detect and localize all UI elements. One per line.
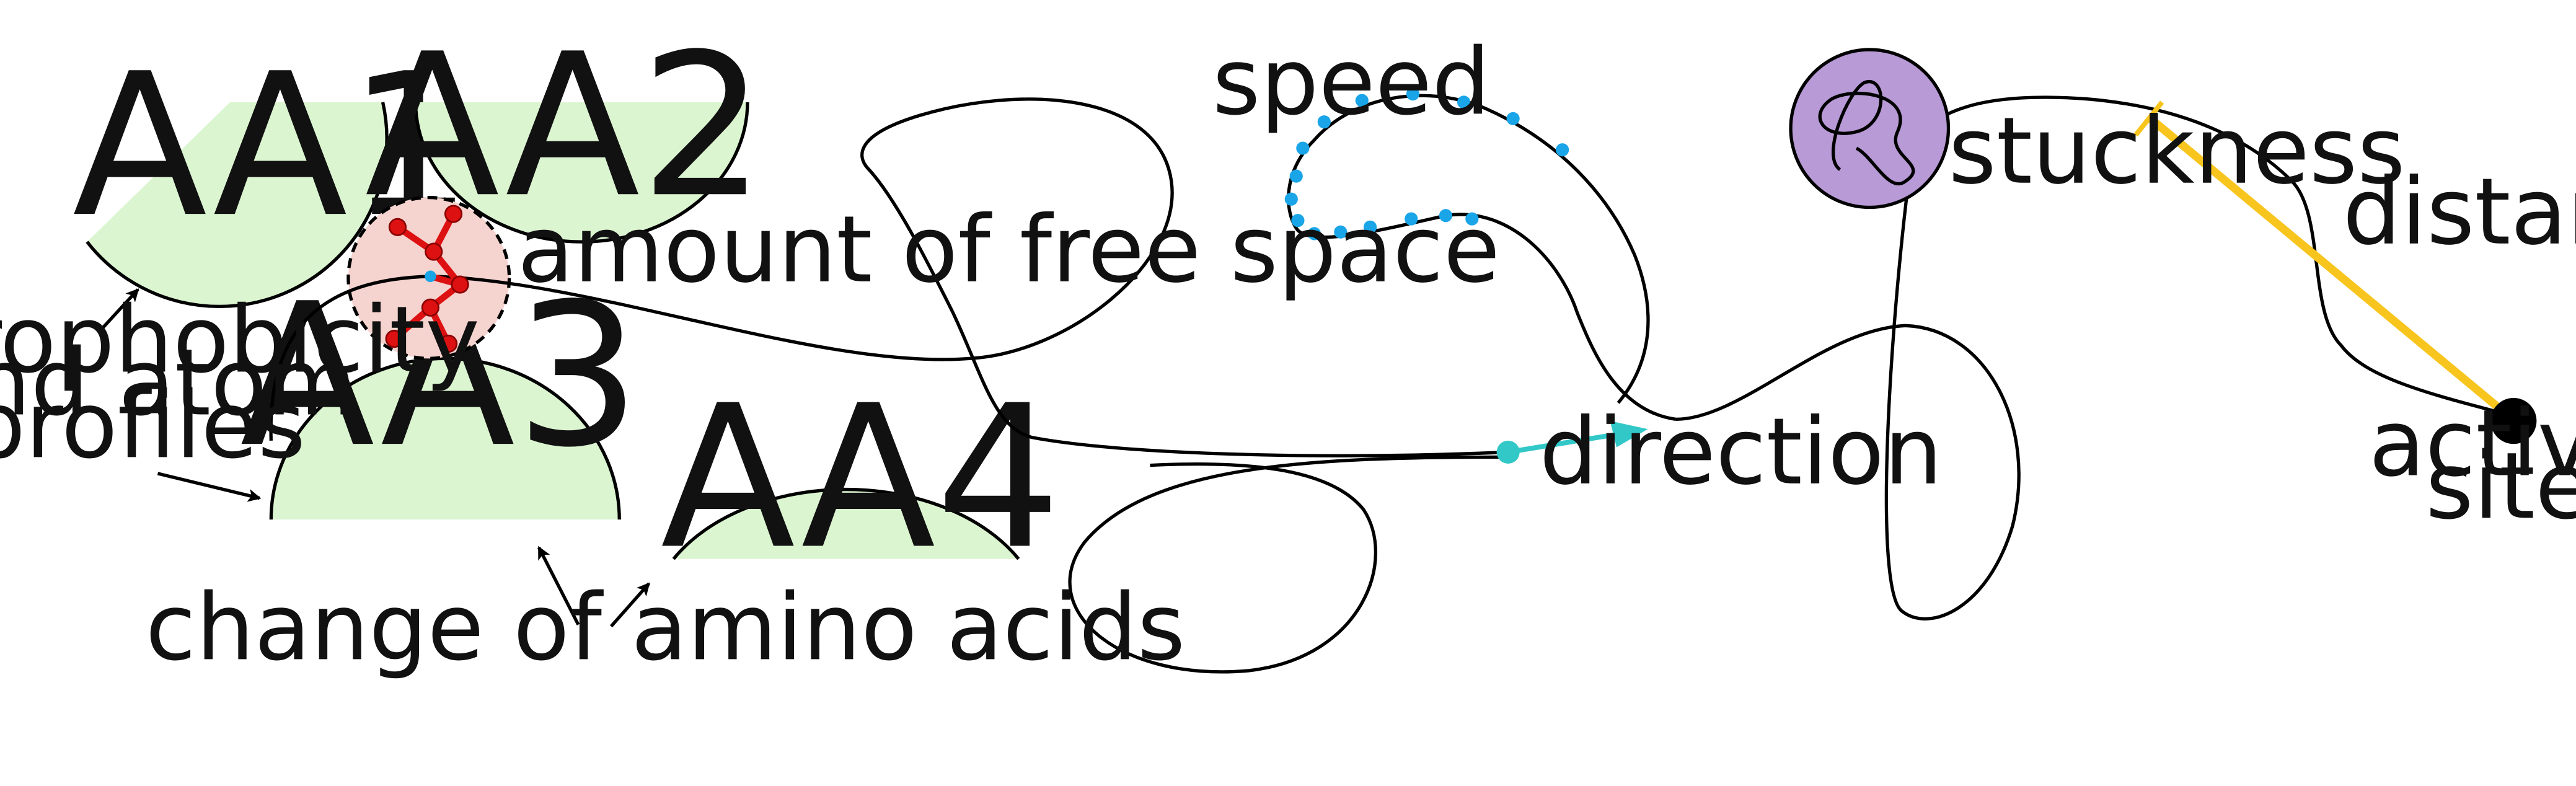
aa4-label: AA4 bbox=[661, 363, 1061, 593]
residue-aa4: AA4 bbox=[661, 363, 1061, 593]
active-site-label-line2: site bbox=[2425, 433, 2576, 540]
ligand-molecule bbox=[385, 205, 469, 353]
stuckness-circle bbox=[1789, 48, 1951, 210]
distance-line bbox=[2133, 100, 2512, 420]
hydrophobicity-arrow-upper bbox=[99, 288, 139, 332]
hydrophobicity-label-line1: hydrophobicity bbox=[0, 287, 480, 394]
direction-arrow bbox=[1496, 421, 1648, 464]
distance-label: distance bbox=[2343, 159, 2576, 266]
free-space-label: amount of free space bbox=[518, 196, 1500, 304]
hydrophobicity-label-line2: and atom bbox=[0, 329, 356, 436]
direction-label: direction bbox=[1540, 399, 1943, 506]
trajectory-path bbox=[269, 97, 1509, 457]
change-aa-label: change of amino acids bbox=[146, 574, 1186, 681]
change-aa-arrow-left bbox=[537, 545, 580, 625]
stuckness-label: stuckness bbox=[1949, 98, 2406, 205]
speed-label: speed bbox=[1212, 29, 1490, 136]
active-site-label-line1: active bbox=[2369, 391, 2576, 498]
speed-points bbox=[1284, 87, 1569, 241]
hydrophobicity-label-line3: profiles bbox=[0, 372, 306, 479]
hydrophobicity-arrow-lower bbox=[157, 472, 262, 502]
change-aa-arrow-right bbox=[610, 582, 650, 628]
trajectory-loop-lower bbox=[1068, 455, 1509, 674]
active-site-dot bbox=[2490, 397, 2537, 444]
